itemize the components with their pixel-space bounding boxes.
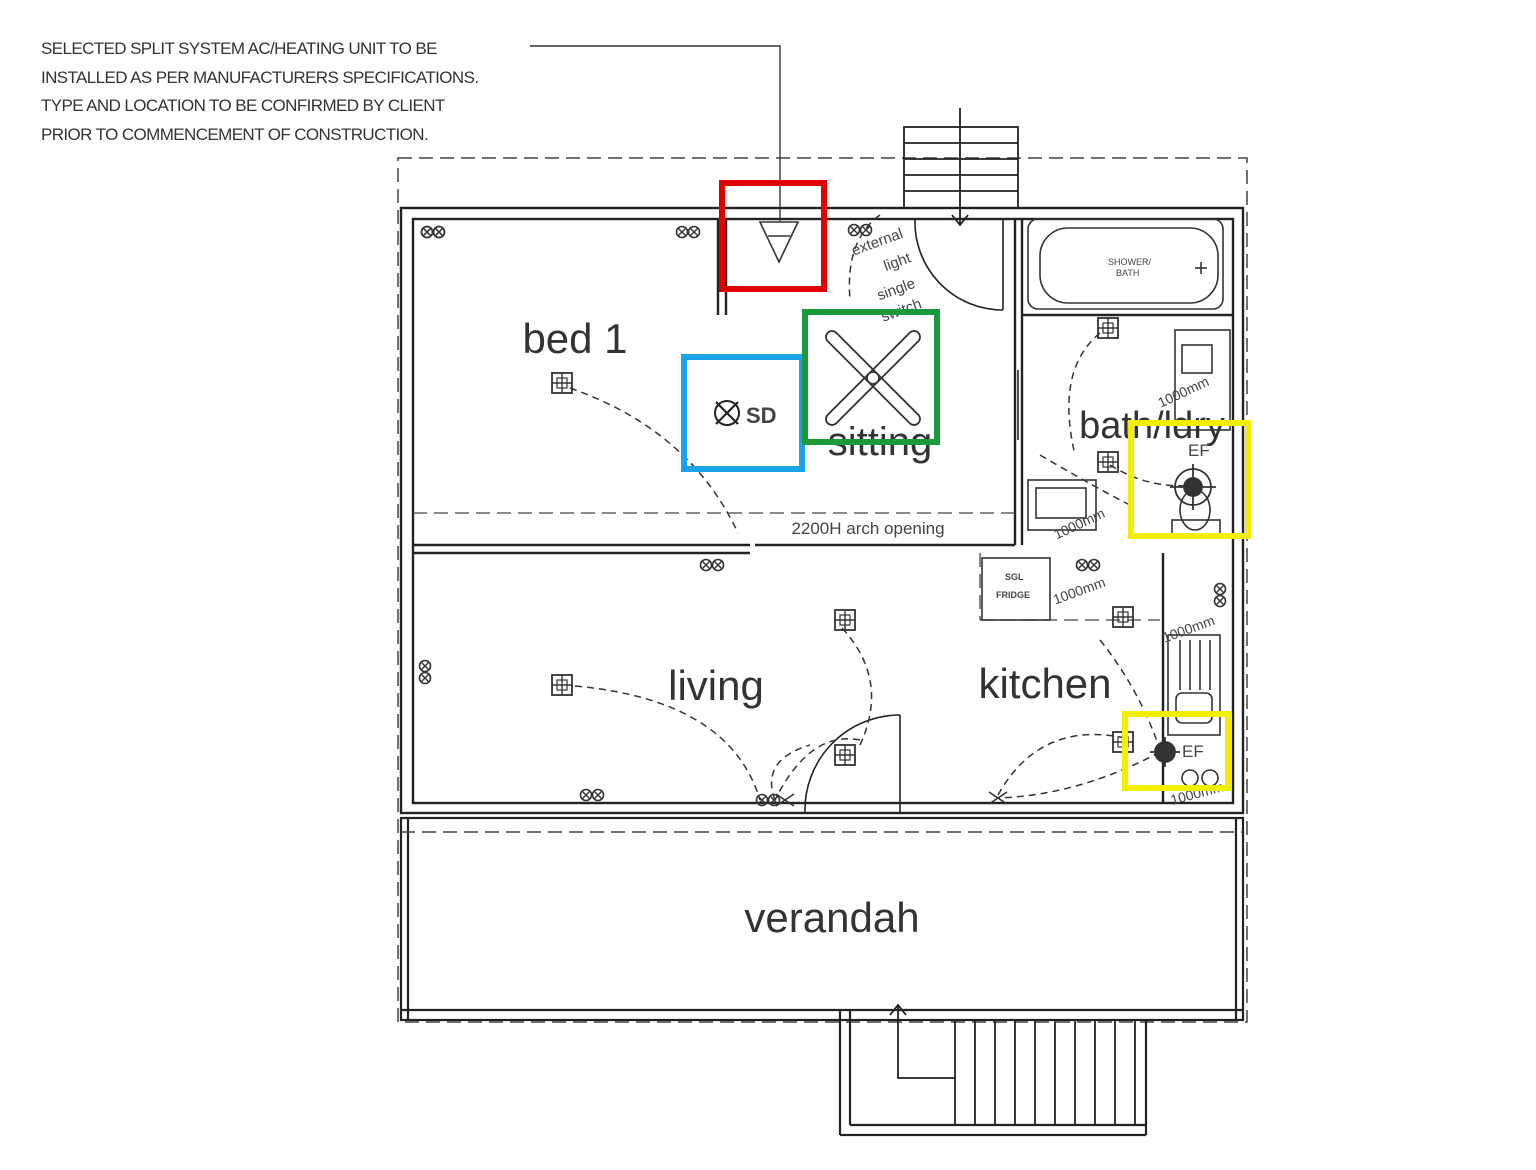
exhaust-fan-icons [1150,464,1216,767]
room-label-verandah: verandah [744,894,919,941]
verandah-structure [399,816,1245,1137]
walls [399,206,1245,815]
ef-kitchen-label: EF [1182,742,1204,761]
note-line-4: PRIOR TO COMMENCEMENT OF CONSTRUCTION. [41,125,429,145]
ac-unit-icon [530,45,800,264]
arch-opening-label: 2200H arch opening [791,519,944,538]
highlight-ac-unit [719,180,827,292]
front-stairs [889,1003,1146,1125]
roof-outline [397,157,1248,1023]
note-line-3: TYPE AND LOCATION TO BE CONFIRMED BY CLI… [41,96,445,116]
kitchen-fittings [981,557,1221,787]
shower-label-1: SHOWER/ [1108,257,1152,267]
highlight-ceiling-fan [802,309,940,445]
highlight-smoke-detector [681,354,805,472]
dim-1000-c: 1000mm [1051,574,1108,608]
highlight-exhaust-fan-bath [1128,420,1251,539]
construction-note: SELECTED SPLIT SYSTEM AC/HEATING UNIT TO… [41,35,561,150]
highlight-exhaust-fan-kitchen [1122,711,1231,791]
ceiling-fan-icon [825,330,921,426]
rear-stairs [903,108,1019,227]
sd-label: SD [746,403,777,428]
dim-1000-b: 1000mm [1051,505,1107,543]
bath-fittings [1027,218,1231,539]
fridge-label-2: FRIDGE [996,590,1030,600]
room-label-bed1: bed 1 [522,315,627,362]
wiring [569,214,1196,801]
room-label-kitchen: kitchen [978,660,1111,707]
note-line-2: INSTALLED AS PER MANUFACTURERS SPECIFICA… [41,67,479,87]
ceiling-lines [413,512,1160,621]
shower-label-2: BATH [1116,268,1139,278]
ef-bath-label: EF [1188,441,1210,460]
ext-light-2: light [881,249,913,275]
doors [804,218,1019,814]
fridge-label-1: SGL [1005,572,1024,582]
dim-1000-d: 1000mm [1160,612,1217,646]
smoke-detector-icon: SD [714,400,777,428]
room-label-living: living [668,662,764,709]
note-line-1: SELECTED SPLIT SYSTEM AC/HEATING UNIT TO… [41,39,437,58]
highlight-boxes [681,180,1251,791]
